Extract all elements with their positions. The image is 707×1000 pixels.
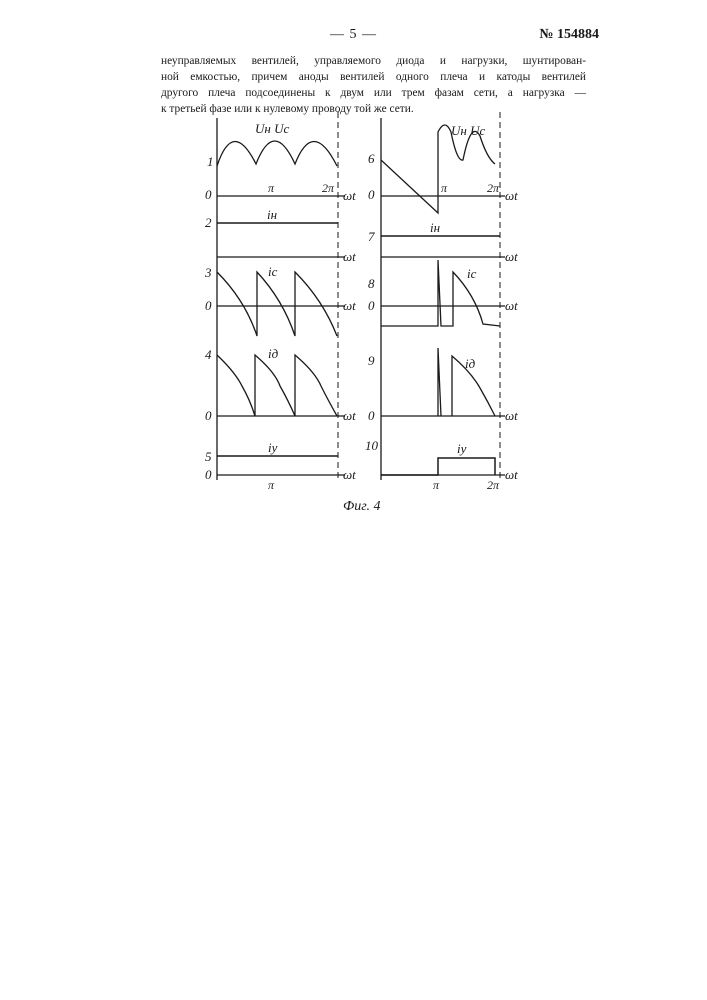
left-trace-5-label: iу xyxy=(268,440,278,455)
right-trace-7-label: iн xyxy=(430,220,440,235)
left-trace-4-curve xyxy=(217,355,337,416)
left-zero-label-5: 0 xyxy=(205,467,212,482)
right-trace-8-label: ic xyxy=(467,266,477,281)
right-omega-t-label-8: ωt xyxy=(505,298,518,313)
left-2pi-label: 2π xyxy=(322,181,335,195)
left-trace-3-curve xyxy=(217,272,337,336)
body-text: неуправляемых вентилей, управляемого дио… xyxy=(161,53,586,117)
oscillogram-figure: 1 0 Uн Uc π 2π ωt 2 iн ωt 3 0 ic ωt 4 0 … xyxy=(195,110,555,520)
patent-number: № 154884 xyxy=(539,27,599,43)
right-omega-t-label-7: ωt xyxy=(505,249,518,264)
right-pi-label: π xyxy=(441,181,448,195)
right-zero-label-9: 0 xyxy=(368,408,375,423)
left-omega-t-label-2: ωt xyxy=(343,249,356,264)
left-omega-t-label-5: ωt xyxy=(343,467,356,482)
left-trace-1-number: 1 xyxy=(207,154,214,169)
right-trace-10-number: 10 xyxy=(365,438,379,453)
left-trace-4-number: 4 xyxy=(205,347,212,362)
right-trace-10-label: iу xyxy=(457,441,467,456)
left-trace-3-number: 3 xyxy=(204,265,212,280)
right-omega-t-label-6: ωt xyxy=(505,188,518,203)
left-panel xyxy=(217,112,345,482)
left-trace-2-number: 2 xyxy=(205,215,212,230)
right-trace-8-number: 8 xyxy=(368,276,375,291)
right-panel xyxy=(381,112,505,482)
left-zero-label-3: 0 xyxy=(205,298,212,313)
right-trace-8-curve xyxy=(381,260,500,326)
right-trace-6-label: Uн Uc xyxy=(451,123,485,138)
left-trace-3-label: ic xyxy=(268,264,278,279)
figure-caption: Фиг. 4 xyxy=(343,499,381,514)
left-omega-t-label-4: ωt xyxy=(343,408,356,423)
text-line: ной емкостью, причем аноды вентилей одно… xyxy=(161,69,586,85)
right-bottom-2pi-label: 2π xyxy=(487,478,500,492)
right-omega-t-label-10: ωt xyxy=(505,467,518,482)
text-line: неуправляемых вентилей, управляемого дио… xyxy=(161,53,586,69)
left-trace-1-label: Uн Uc xyxy=(255,121,289,136)
left-trace-5-number: 5 xyxy=(205,449,212,464)
right-bottom-pi-label: π xyxy=(433,478,440,492)
right-trace-6-curve xyxy=(381,125,495,213)
left-zero-label-4: 0 xyxy=(205,408,212,423)
left-omega-t-label-1: ωt xyxy=(343,188,356,203)
right-trace-9-label: iд xyxy=(465,356,476,371)
right-zero-label-6: 0 xyxy=(368,187,375,202)
right-2pi-label: 2π xyxy=(487,181,500,195)
left-pi-label: π xyxy=(268,181,275,195)
left-trace-1-curve xyxy=(217,141,337,166)
right-trace-6-number: 6 xyxy=(368,151,375,166)
left-zero-label-1: 0 xyxy=(205,187,212,202)
figure-4: 1 0 Uн Uc π 2π ωt 2 iн ωt 3 0 ic ωt 4 0 … xyxy=(195,110,555,525)
left-trace-4-label: iд xyxy=(268,346,279,361)
left-trace-2-label: iн xyxy=(267,207,277,222)
right-trace-7-number: 7 xyxy=(368,229,375,244)
right-zero-label-8: 0 xyxy=(368,298,375,313)
right-trace-9-number: 9 xyxy=(368,353,375,368)
page-number: — 5 — xyxy=(0,27,707,43)
text-line: другого плеча подсоединены к двум или тр… xyxy=(161,85,586,101)
left-bottom-pi-label: π xyxy=(268,478,275,492)
right-trace-10-curve xyxy=(381,458,495,475)
right-omega-t-label-9: ωt xyxy=(505,408,518,423)
left-omega-t-label-3: ωt xyxy=(343,298,356,313)
